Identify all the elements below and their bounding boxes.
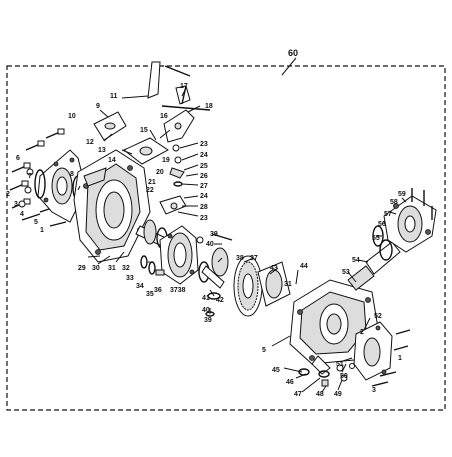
callout-14: 14 xyxy=(108,157,116,164)
callout-12: 12 xyxy=(86,139,94,146)
callout-43: 43 xyxy=(270,265,278,272)
callout-39b: 39 xyxy=(204,317,212,324)
callout-35: 35 xyxy=(146,291,154,298)
callout-26: 26 xyxy=(200,173,208,180)
pinion-37-42 xyxy=(196,233,233,317)
callout-30: 30 xyxy=(92,265,100,272)
drain-plugs xyxy=(298,363,355,387)
callout-8: 8 xyxy=(70,171,74,178)
callout-5a: 5 xyxy=(34,219,38,226)
callout-39a: 39 xyxy=(210,231,218,238)
callout-21: 21 xyxy=(148,179,156,186)
right-bolts xyxy=(371,329,411,387)
callout-11: 11 xyxy=(110,93,118,100)
callout-1a: 1 xyxy=(40,227,44,234)
callout-57: 57 xyxy=(384,211,392,218)
callout-44: 44 xyxy=(300,263,308,270)
o-ring xyxy=(34,169,46,199)
callout-23b: 23 xyxy=(200,215,208,222)
callout-32: 32 xyxy=(122,265,130,272)
main-housing xyxy=(73,149,151,263)
callout-13: 13 xyxy=(98,147,106,154)
callout-47: 47 xyxy=(294,391,302,398)
callout-3a: 3 xyxy=(14,201,18,208)
callout-24b: 24 xyxy=(200,193,208,200)
bracket-12 xyxy=(93,111,127,141)
left-bolts xyxy=(9,128,67,227)
callout-41: 41 xyxy=(202,295,210,302)
callout-33: 33 xyxy=(126,275,134,282)
callout-17: 17 xyxy=(180,83,188,90)
callout-labels: 11 17 18 9 10 12 15 16 13 14 19 20 21 22… xyxy=(6,83,406,398)
output-flange xyxy=(383,195,437,253)
callout-2a: 2 xyxy=(6,191,10,198)
callout-20: 20 xyxy=(156,169,164,176)
callout-48: 48 xyxy=(316,391,324,398)
output-shaft xyxy=(347,239,401,291)
gearbox-housing xyxy=(289,279,379,375)
washers-34-36 xyxy=(140,255,165,276)
callout-51: 51 xyxy=(336,361,344,368)
callout-36: 36 xyxy=(154,287,162,294)
callout-25: 25 xyxy=(200,163,208,170)
callout-15: 15 xyxy=(140,127,148,134)
callout-53: 53 xyxy=(342,269,350,276)
bearing-flange xyxy=(159,225,199,285)
callout-38: 38 xyxy=(236,255,244,262)
assembly-number: 60 xyxy=(288,48,298,58)
callout-6: 6 xyxy=(16,155,20,162)
callout-28: 28 xyxy=(200,204,208,211)
callout-46: 46 xyxy=(286,379,294,386)
callout-10: 10 xyxy=(68,113,76,120)
differential-31 xyxy=(257,261,291,307)
valve-plate-15 xyxy=(123,137,169,165)
assembly-boundary xyxy=(6,65,446,411)
callout-50: 50 xyxy=(340,373,348,380)
callout-52: 52 xyxy=(374,313,382,320)
callout-7: 7 xyxy=(28,173,32,180)
callout-40b: 40 xyxy=(202,307,210,314)
callout-40a: 40 xyxy=(206,241,214,248)
callout-59: 59 xyxy=(398,191,406,198)
callout-4: 4 xyxy=(20,211,24,218)
callout-42: 42 xyxy=(216,297,224,304)
callout-3738: 3738 xyxy=(170,287,186,294)
callout-3b: 3 xyxy=(372,387,376,394)
side-cover xyxy=(353,321,393,381)
leader-lines xyxy=(77,87,407,393)
callout-56: 56 xyxy=(378,221,386,228)
callout-16: 16 xyxy=(160,113,168,120)
seal-56 xyxy=(372,225,384,247)
callout-24a: 24 xyxy=(200,152,208,159)
callout-29: 29 xyxy=(78,265,86,272)
callout-49: 49 xyxy=(334,391,342,398)
control-rod xyxy=(147,61,211,111)
callout-34: 34 xyxy=(136,283,144,290)
callout-37: 37 xyxy=(250,255,258,262)
callout-45: 45 xyxy=(272,367,280,374)
lever-16 xyxy=(163,85,195,143)
callout-27: 27 xyxy=(200,183,208,190)
callout-22: 22 xyxy=(146,187,154,194)
assembly-leader xyxy=(281,57,297,76)
callout-54: 54 xyxy=(352,257,360,264)
callout-23a: 23 xyxy=(200,141,208,148)
callout-18: 18 xyxy=(205,103,213,110)
callout-1b: 1 xyxy=(398,355,402,362)
callout-2b: 2 xyxy=(360,329,364,336)
callout-58: 58 xyxy=(390,199,398,206)
callout-31a: 31 xyxy=(108,265,116,272)
ring-gear-43 xyxy=(233,255,263,317)
spring-stack xyxy=(159,144,187,215)
callout-9: 9 xyxy=(96,103,100,110)
callout-55: 55 xyxy=(372,235,380,242)
callout-5b: 5 xyxy=(262,347,266,354)
top-right-bolts xyxy=(411,188,433,220)
callout-31b: 31 xyxy=(284,281,292,288)
callout-19: 19 xyxy=(162,157,170,164)
